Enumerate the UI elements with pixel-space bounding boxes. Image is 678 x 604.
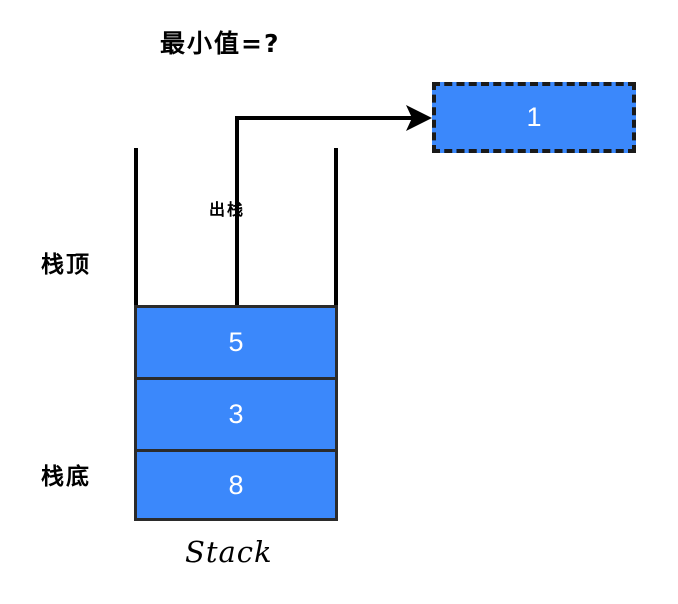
stack-cell-list: 5 3 8 — [134, 305, 338, 521]
pop-arrow-head — [406, 105, 432, 131]
stack-cell-middle[interactable]: 3 — [134, 377, 338, 449]
popped-element-box[interactable]: 1 — [432, 82, 636, 153]
stack-cell-top[interactable]: 5 — [134, 305, 338, 377]
stack-cell-value: 3 — [228, 399, 244, 429]
pop-arrow — [235, 105, 432, 305]
stack-cell-value: 8 — [228, 469, 244, 500]
popped-element-value: 1 — [526, 102, 542, 132]
stack-bottom-label: 栈底 — [41, 464, 91, 490]
stack-top-label: 栈顶 — [41, 252, 91, 278]
pop-arrow-line — [235, 116, 424, 305]
pop-action-label: 出栈 — [209, 200, 246, 219]
diagram-title: 最小值=? — [160, 29, 281, 58]
stack-cell-bottom[interactable]: 8 — [134, 449, 338, 521]
stack-cell-value: 5 — [228, 327, 244, 357]
stack-caption: Stack — [185, 535, 273, 569]
